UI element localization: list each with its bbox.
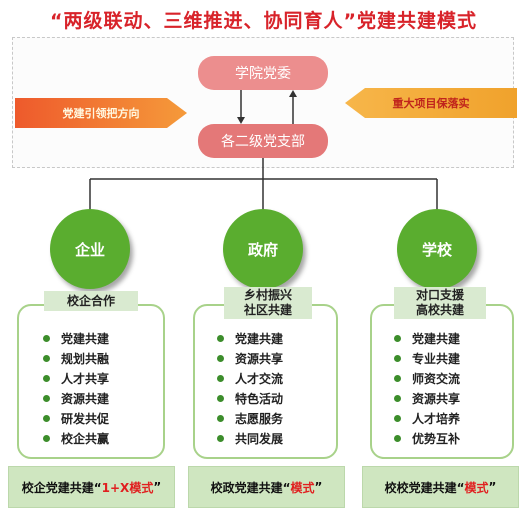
branch-committees-box: 各二级党支部 (198, 124, 328, 158)
right-arrow-shape (345, 88, 517, 118)
up-arrowhead (289, 90, 297, 97)
bullet-icon (394, 434, 401, 442)
bullet-icon (217, 394, 224, 402)
list-item: 共同发展 (217, 428, 336, 448)
list-item: 校企共赢 (43, 428, 163, 448)
bullet-icon (217, 334, 224, 342)
list-item: 特色活动 (217, 388, 336, 408)
enterprise-card: 党建共建 规划共融 人才共享 资源共建 研发共促 校企共赢 (17, 304, 165, 459)
list-item: 人才交流 (217, 368, 336, 388)
school-circle: 学校 (397, 209, 477, 289)
list-item: 人才共享 (43, 368, 163, 388)
left-arrow-shape (15, 98, 187, 128)
government-mode-label: 校政党建共建“模式” (188, 466, 345, 508)
page-title: “两级联动、三维推进、协同育人”党建共建模式 (50, 10, 477, 32)
bullet-icon (217, 434, 224, 442)
left-arrow-banner: 党建引领把方向 (15, 98, 187, 128)
government-list: 党建共建 资源共享 人才交流 特色活动 志愿服务 共同发展 (195, 306, 336, 448)
bullet-icon (394, 334, 401, 342)
right-arrow-banner: 重大项目保落实 (345, 88, 517, 118)
list-item: 规划共融 (43, 348, 163, 368)
bullet-icon (43, 394, 50, 402)
school-tag: 对口支援 高校共建 (394, 287, 486, 319)
list-item: 研发共促 (43, 408, 163, 428)
college-committee-box: 学院党委 (198, 56, 328, 90)
bullet-icon (217, 414, 224, 422)
list-item: 专业共建 (394, 348, 512, 368)
bullet-icon (217, 354, 224, 362)
list-item: 师资交流 (394, 368, 512, 388)
school-list: 党建共建 专业共建 师资交流 资源共享 人才培养 优势互补 (372, 306, 512, 448)
bullet-icon (43, 414, 50, 422)
list-item: 人才培养 (394, 408, 512, 428)
left-arrow-label: 党建引领把方向 (62, 107, 140, 120)
list-item: 党建共建 (217, 328, 336, 348)
enterprise-circle: 企业 (50, 209, 130, 289)
school-mode-label: 校校党建共建“模式” (362, 466, 519, 508)
list-item: 党建共建 (43, 328, 163, 348)
government-card: 党建共建 资源共享 人才交流 特色活动 志愿服务 共同发展 (193, 304, 338, 459)
bullet-icon (394, 374, 401, 382)
bullet-icon (217, 374, 224, 382)
bullet-icon (43, 334, 50, 342)
list-item: 资源共享 (217, 348, 336, 368)
bullet-icon (43, 434, 50, 442)
list-item: 资源共享 (394, 388, 512, 408)
list-item: 资源共建 (43, 388, 163, 408)
down-arrowhead (237, 117, 245, 124)
list-item: 党建共建 (394, 328, 512, 348)
bullet-icon (394, 414, 401, 422)
list-item: 志愿服务 (217, 408, 336, 428)
right-arrow-label: 重大项目保落实 (392, 97, 470, 110)
enterprise-mode-label: 校企党建共建“1+X模式” (8, 466, 175, 508)
enterprise-list: 党建共建 规划共融 人才共享 资源共建 研发共促 校企共赢 (19, 306, 163, 448)
enterprise-tag: 校企合作 (44, 291, 138, 311)
bullet-icon (394, 394, 401, 402)
bullet-icon (394, 354, 401, 362)
list-item: 优势互补 (394, 428, 512, 448)
school-card: 党建共建 专业共建 师资交流 资源共享 人才培养 优势互补 (370, 304, 514, 459)
government-tag: 乡村振兴 社区共建 (224, 287, 312, 319)
bullet-icon (43, 374, 50, 382)
bullet-icon (43, 354, 50, 362)
government-circle: 政府 (223, 209, 303, 289)
